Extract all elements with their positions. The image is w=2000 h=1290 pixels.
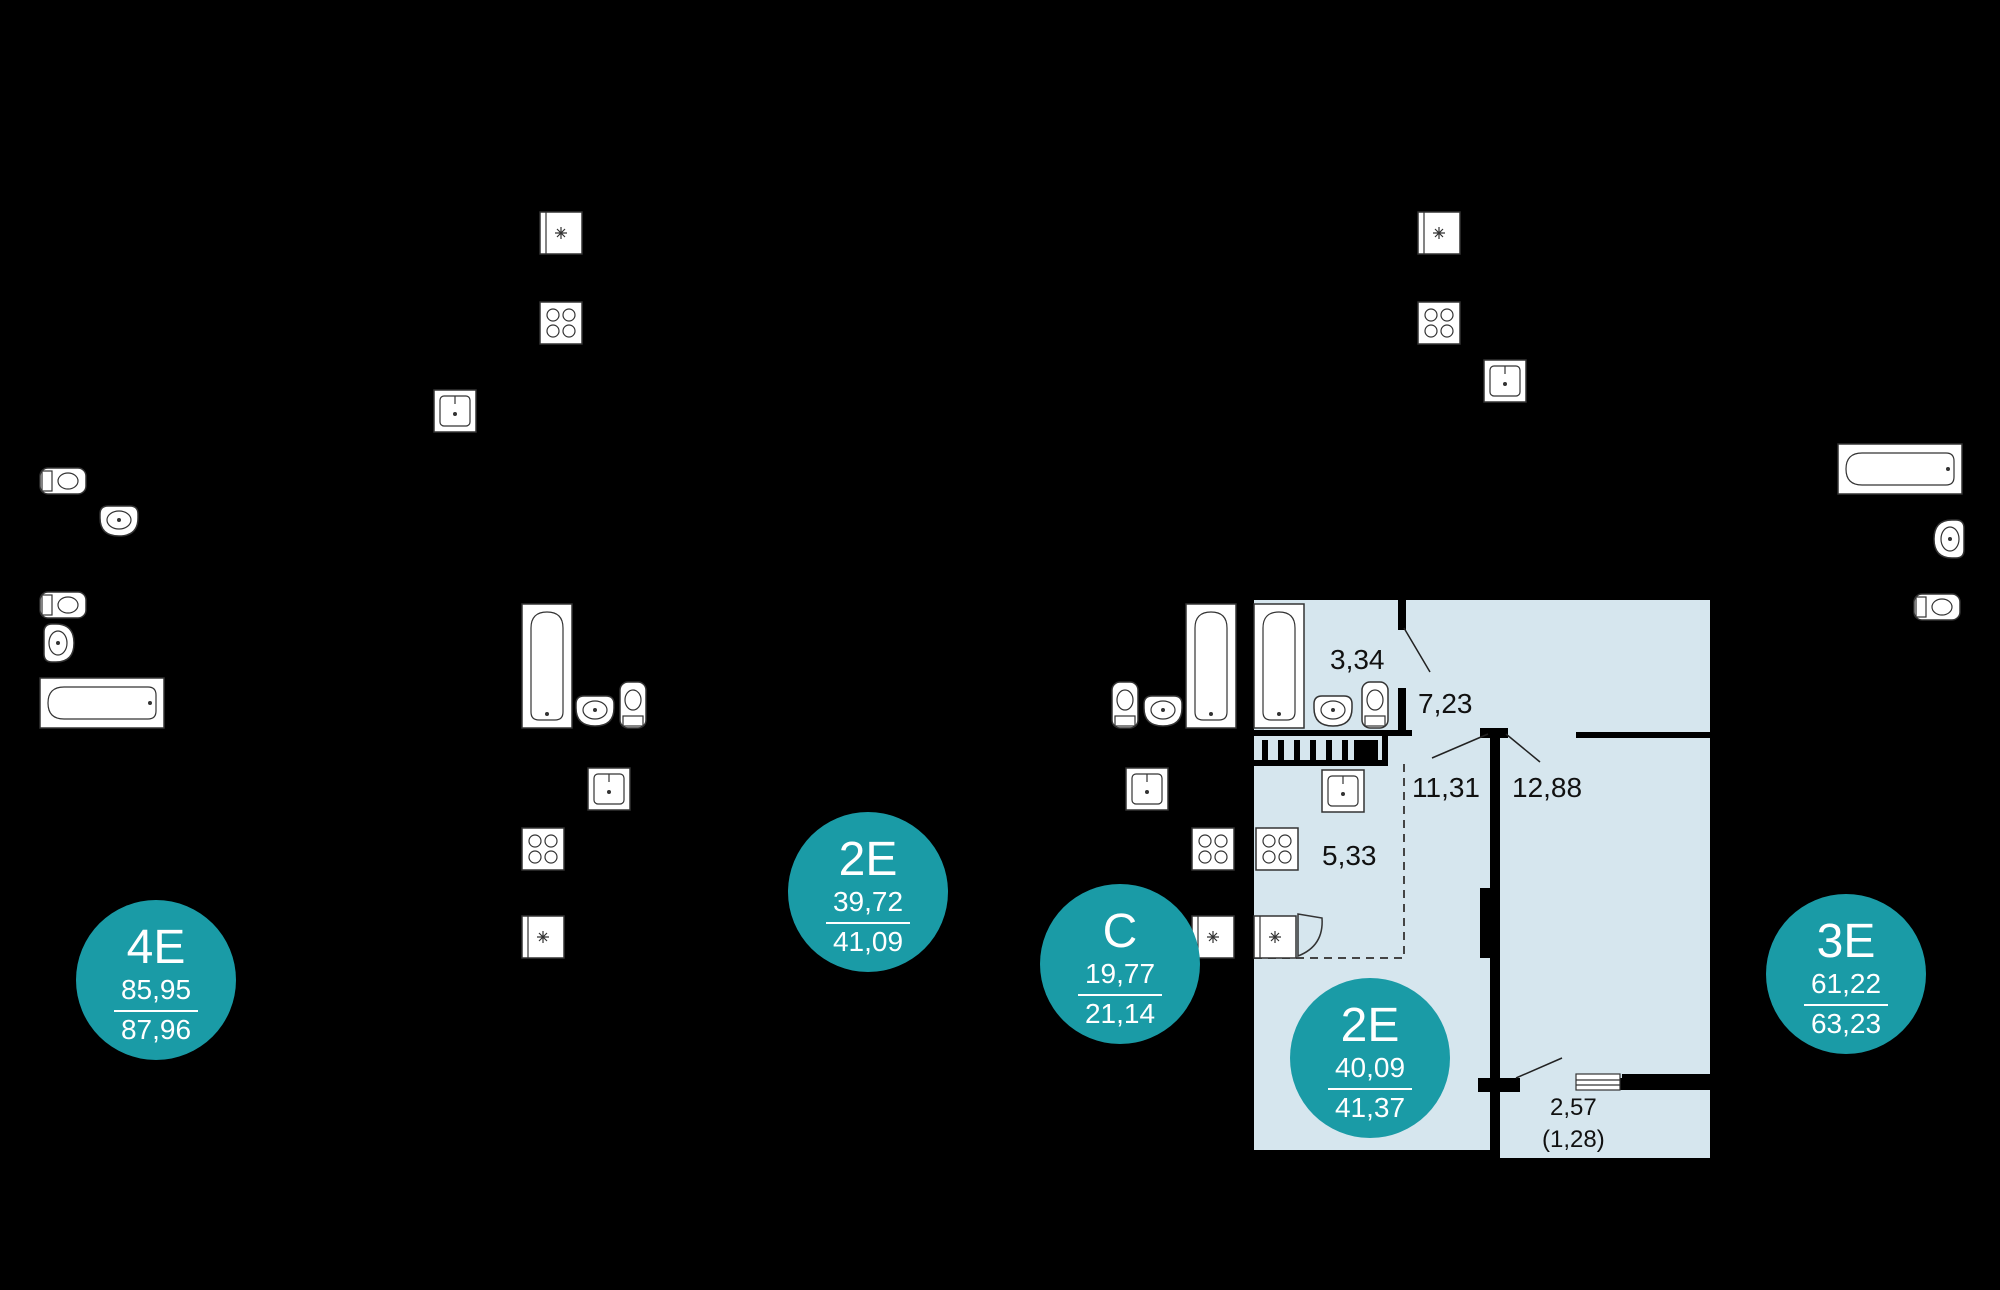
stove-icon — [521, 827, 565, 871]
door-swing — [1297, 913, 1323, 958]
area-divider — [1078, 994, 1162, 996]
apartment-badge-4e[interactable]: 4E 85,95 87,96 — [76, 900, 236, 1060]
radiator-icon — [1575, 1073, 1621, 1091]
toilet-icon — [1361, 681, 1389, 729]
walls — [1254, 600, 1710, 1158]
room-area-balcony: 2,57 — [1550, 1094, 1597, 1121]
toilet-icon — [1913, 593, 1961, 621]
apartment-type: 3E — [1816, 915, 1876, 968]
stove-icon — [1417, 301, 1461, 345]
washbasin-icon — [575, 695, 615, 727]
area-divider — [114, 1010, 198, 1012]
living-area: 61,22 — [1810, 968, 1882, 999]
total-area: 41,37 — [1334, 1092, 1406, 1123]
room-area-balcony-reduced: (1,28) — [1542, 1126, 1605, 1153]
toilet-icon — [619, 681, 647, 729]
room-area-room-1: 11,31 — [1412, 772, 1480, 803]
apartment-badge-c[interactable]: C 19,77 21,14 — [1040, 884, 1200, 1044]
area-divider — [826, 922, 910, 924]
washbasin-icon — [99, 505, 139, 537]
bathtub-icon — [39, 677, 165, 729]
apartment-type: 2E — [838, 833, 898, 886]
area-divider — [1328, 1088, 1412, 1090]
fridge-icon — [521, 915, 565, 959]
washbasin-icon — [43, 623, 75, 663]
room-area-hall: 7,23 — [1418, 688, 1473, 719]
fridge-icon — [1417, 211, 1461, 255]
sink-icon — [587, 767, 631, 811]
stove-icon — [1191, 827, 1235, 871]
room-area-kitchen: 5,33 — [1322, 840, 1377, 871]
apartment-badge-2e-selected[interactable]: 2E 40,09 41,37 — [1290, 978, 1450, 1138]
living-area: 85,95 — [120, 974, 192, 1005]
total-area: 87,96 — [120, 1014, 192, 1045]
toilet-icon — [1111, 681, 1139, 729]
bathtub-icon — [1253, 603, 1305, 729]
washbasin-icon — [1143, 695, 1183, 727]
toilet-icon — [39, 591, 87, 619]
washbasin-icon — [1313, 695, 1353, 727]
living-area: 19,77 — [1084, 958, 1156, 989]
total-area: 21,14 — [1084, 998, 1156, 1029]
leader-lines — [1403, 627, 1563, 1079]
apartment-type: 4E — [126, 921, 186, 974]
area-divider — [1804, 1004, 1888, 1006]
total-area: 63,23 — [1810, 1008, 1882, 1039]
apartment-badge-2e-left[interactable]: 2E 39,72 41,09 — [788, 812, 948, 972]
room-area-room-2: 12,88 — [1512, 772, 1583, 803]
living-area: 40,09 — [1334, 1052, 1406, 1083]
sink-icon — [433, 389, 477, 433]
stove-icon — [539, 301, 583, 345]
bathtub-icon — [1185, 603, 1237, 729]
sink-icon — [1125, 767, 1169, 811]
sink-icon — [1321, 769, 1365, 813]
living-area: 39,72 — [832, 886, 904, 917]
fridge-icon — [1253, 915, 1297, 959]
total-area: 41,09 — [832, 926, 904, 957]
bathtub-icon — [521, 603, 573, 729]
stove-icon — [1255, 827, 1299, 871]
apartment-type: C — [1102, 905, 1138, 958]
apartment-type: 2E — [1340, 999, 1400, 1052]
apartment-badge-3e[interactable]: 3E 61,22 63,23 — [1766, 894, 1926, 1054]
room-area-bathroom: 3,34 — [1330, 644, 1385, 675]
washbasin-icon — [1933, 519, 1965, 559]
sink-icon — [1483, 359, 1527, 403]
dashed-partitions — [1254, 764, 1405, 959]
fridge-icon — [539, 211, 583, 255]
bathtub-icon — [1837, 443, 1963, 495]
toilet-icon — [39, 467, 87, 495]
